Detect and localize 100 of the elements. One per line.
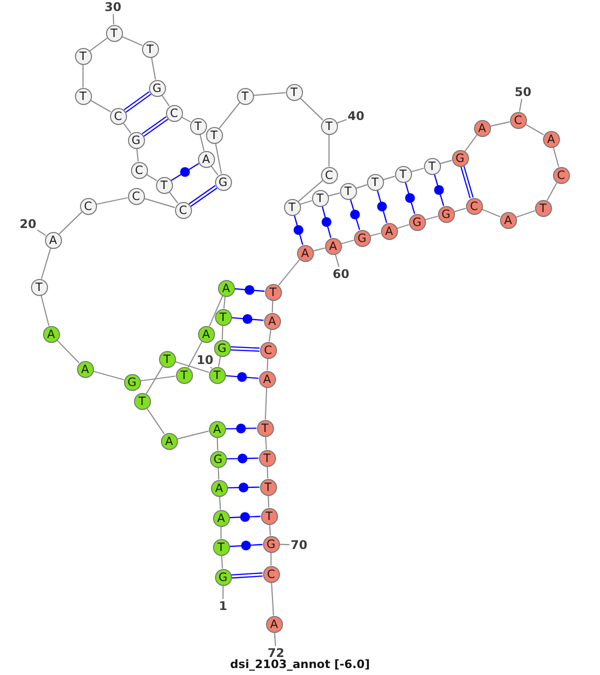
backbone-line [300, 200, 312, 205]
nucleotide-node: T [214, 308, 232, 326]
backbone-line [411, 168, 424, 172]
nucleotide-node: G [214, 340, 230, 356]
nucleotide-node: T [256, 420, 274, 436]
backbone-line [144, 198, 176, 208]
nucleotide-node: G [262, 536, 280, 552]
base-pair-line [124, 91, 152, 113]
backbone-line [341, 240, 354, 244]
backbone-line [210, 166, 218, 176]
nucleotide-node: T [134, 392, 150, 410]
backbone-line [96, 197, 128, 205]
backbone-line [199, 134, 205, 151]
backbone-line [356, 184, 368, 189]
backbone-line [482, 208, 500, 218]
position-number: 60 [332, 268, 350, 280]
leader-line [37, 230, 46, 236]
position-number: 10 [196, 354, 214, 366]
backbone-line [161, 94, 170, 106]
nucleotide-node: A [296, 244, 314, 262]
nucleotide-node: A [198, 326, 214, 342]
nucleotide-node: C [130, 162, 148, 178]
base-pair-line [170, 162, 200, 182]
nucleotide-node: C [110, 108, 126, 124]
backbone-line [253, 92, 286, 96]
backbone-line [370, 232, 381, 236]
nucleotide-node: T [260, 478, 276, 496]
nucleotide-node: C [262, 566, 280, 582]
backbone-line [40, 295, 50, 326]
nucleotide-node: C [466, 198, 482, 214]
nucleotide-node: G [452, 150, 468, 166]
backbone-line [93, 370, 124, 380]
nucleotide-node: A [160, 432, 178, 450]
base-pair-line [376, 190, 388, 224]
nucleotide-node: T [264, 284, 282, 300]
nucleotide-node: G [408, 214, 426, 230]
leader-line [279, 544, 290, 546]
backbone-line [516, 210, 536, 218]
nucleotide-node: A [258, 370, 276, 388]
backbone-line [216, 437, 218, 451]
nucleotide-node: A [218, 280, 234, 296]
nucleotide-node: C [128, 188, 144, 204]
leader-line [210, 366, 212, 369]
backbone-line [300, 98, 324, 120]
diagram-title: dsi_2103_annot [-6.0] [230, 659, 370, 670]
backbone-line [490, 121, 510, 127]
nucleotide-node: C [260, 342, 276, 358]
nucleotide-node: A [474, 120, 490, 136]
position-number: 50 [514, 86, 532, 98]
backbone-line [90, 38, 108, 52]
nucleotide-node: T [320, 118, 338, 134]
nucleotide-node: G [214, 174, 232, 190]
nucleotide-node: T [206, 126, 222, 144]
nucleotide-node: T [158, 350, 176, 368]
leader-line [518, 98, 522, 112]
backbone-line [264, 387, 268, 420]
backbone-line [150, 57, 156, 80]
backbone-line [218, 356, 221, 367]
nucleotide-node: T [74, 48, 92, 64]
backbone-line [270, 552, 272, 566]
backbone-line [266, 358, 268, 371]
backbone-line [221, 555, 223, 569]
backbone-line [168, 191, 178, 204]
nucleotide-node: A [42, 326, 60, 342]
leader-line [336, 118, 347, 124]
backbone-line [146, 174, 157, 182]
backbone-line [122, 122, 132, 134]
leader-line [222, 586, 224, 599]
backbone-line [525, 124, 544, 136]
backbone-line [268, 329, 272, 342]
nucleotide-node: T [424, 158, 440, 174]
backbone-line [90, 100, 111, 112]
backbone-line [223, 296, 226, 309]
position-number: 20 [20, 218, 36, 230]
base-pair-line [224, 424, 258, 434]
backbone-line [122, 36, 142, 46]
nucleotide-node: T [260, 508, 278, 524]
backbone-line [265, 436, 267, 450]
backbone-line [313, 248, 325, 252]
nucleotide-node: A [264, 312, 280, 330]
backbone-line [222, 325, 224, 340]
nucleotide-node: T [286, 84, 302, 100]
nucleotide-node: C [552, 166, 570, 184]
backbone-line [82, 64, 84, 88]
nucleotide-node: T [366, 174, 384, 190]
nucleotide-node: C [510, 112, 526, 128]
nucleotide-node: C [320, 166, 338, 184]
backbone-line [328, 192, 340, 196]
nucleotide-node: A [212, 510, 230, 526]
nucleotide-node: T [258, 450, 276, 466]
nucleotide-node: G [214, 568, 232, 586]
backbone-line [269, 524, 271, 536]
base-pair-line [226, 482, 260, 492]
nucleotide-node: A [44, 232, 62, 248]
leader-line [112, 14, 114, 25]
position-number: 1 [218, 600, 228, 612]
base-pair-line [228, 540, 264, 550]
base-pair-line [404, 182, 416, 214]
nucleotide-node: A [324, 238, 342, 254]
base-pair-line [188, 185, 218, 207]
